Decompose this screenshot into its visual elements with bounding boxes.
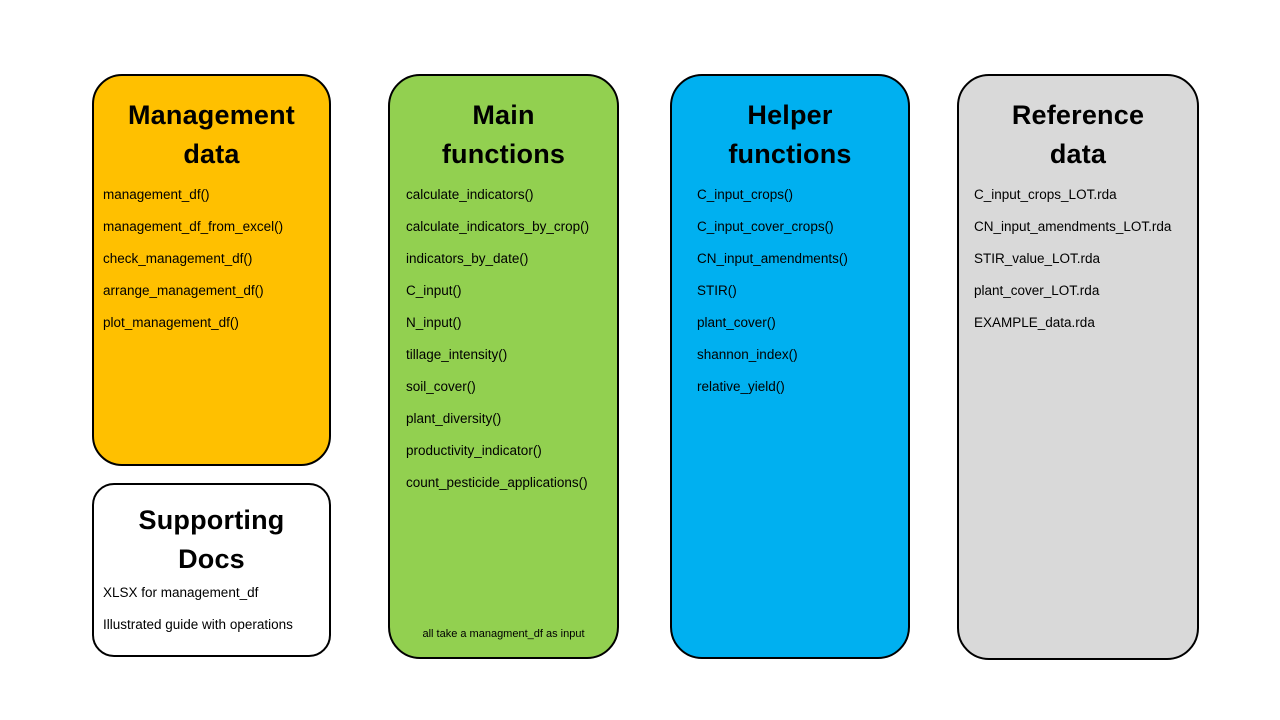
function-item: count_pesticide_applications() <box>406 475 588 490</box>
management-function-list: management_df() management_df_from_excel… <box>94 186 325 346</box>
function-item: shannon_index() <box>697 347 798 362</box>
function-item: plant_diversity() <box>406 411 502 426</box>
function-item: C_input() <box>406 283 462 298</box>
box-title-management-data: Management data <box>94 76 329 174</box>
box-title-helper-functions: Helper functions <box>672 76 908 174</box>
function-item: management_df_from_excel() <box>103 219 284 234</box>
function-item: relative_yield() <box>697 379 785 394</box>
title-line: Helper <box>747 100 833 130</box>
title-line: data <box>1049 139 1107 169</box>
box-helper-functions: Helper functions C_input_crops() C_input… <box>670 74 910 659</box>
function-item: soil_cover() <box>406 379 476 394</box>
function-item: C_input_crops() <box>697 187 794 202</box>
function-item: plant_cover() <box>697 315 776 330</box>
reference-data-list: C_input_crops_LOT.rda CN_input_amendment… <box>959 186 1193 346</box>
data-file-item: STIR_value_LOT.rda <box>974 251 1101 266</box>
box-title-reference-data: Reference data <box>959 76 1197 174</box>
function-item: STIR() <box>697 283 737 298</box>
function-item: calculate_indicators() <box>406 187 534 202</box>
title-line: Management <box>127 100 296 130</box>
function-item: arrange_management_df() <box>103 283 264 298</box>
data-file-item: plant_cover_LOT.rda <box>974 283 1100 298</box>
supporting-docs-list: XLSX for management_df Illustrated guide… <box>94 584 325 648</box>
box-management-data: Management data management_df() manageme… <box>92 74 331 466</box>
title-line: Reference <box>1011 100 1145 130</box>
function-item: CN_input_amendments() <box>697 251 848 266</box>
title-line: data <box>183 139 240 169</box>
box-supporting-docs: Supporting Docs XLSX for management_df I… <box>92 483 331 657</box>
data-file-item: EXAMPLE_data.rda <box>974 315 1095 330</box>
main-function-list: calculate_indicators() calculate_indicat… <box>390 186 613 506</box>
function-item: indicators_by_date() <box>406 251 529 266</box>
data-file-item: C_input_crops_LOT.rda <box>974 187 1117 202</box>
title-line: Supporting <box>138 505 285 535</box>
helper-function-list: C_input_crops() C_input_cover_crops() CN… <box>672 186 904 410</box>
data-file-item: CN_input_amendments_LOT.rda <box>974 219 1172 234</box>
box-title-main-functions: Main functions <box>390 76 617 174</box>
box-title-supporting-docs: Supporting Docs <box>94 485 329 579</box>
title-line: functions <box>441 139 566 169</box>
function-item: productivity_indicator() <box>406 443 542 458</box>
doc-item: Illustrated guide with operations <box>103 617 293 632</box>
function-item: tillage_intensity() <box>406 347 508 362</box>
function-item: N_input() <box>406 315 462 330</box>
function-item: plot_management_df() <box>103 315 239 330</box>
function-item: management_df() <box>103 187 210 202</box>
box-reference-data: Reference data C_input_crops_LOT.rda CN_… <box>957 74 1199 660</box>
box-main-functions: Main functions calculate_indicators() ca… <box>388 74 619 659</box>
function-item: C_input_cover_crops() <box>697 219 834 234</box>
main-functions-footnote: all take a managment_df as input <box>422 628 585 640</box>
title-line: functions <box>728 139 852 169</box>
function-item: calculate_indicators_by_crop() <box>406 219 590 234</box>
function-item: check_management_df() <box>103 251 253 266</box>
title-line: Docs <box>178 544 245 574</box>
title-line: Main <box>472 100 535 130</box>
doc-item: XLSX for management_df <box>103 585 259 600</box>
